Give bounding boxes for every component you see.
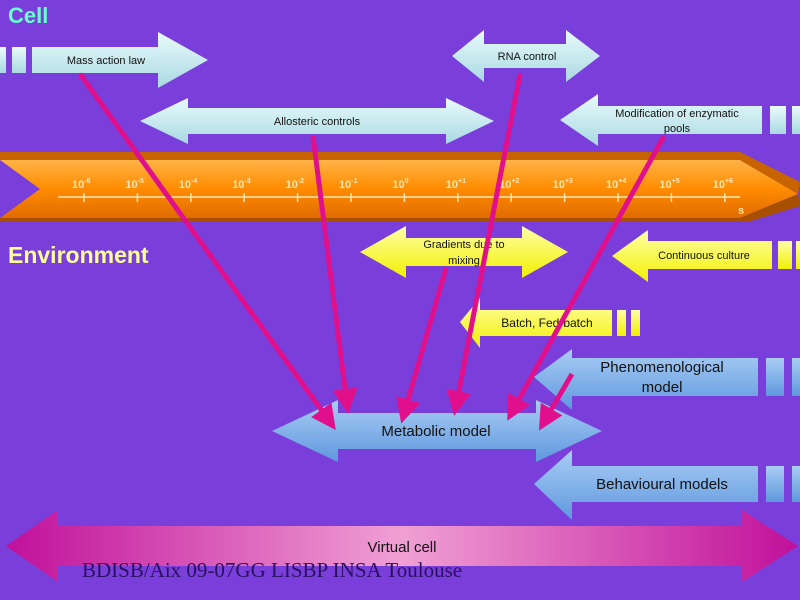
timescale-tick-label: 10+3: [553, 178, 573, 191]
mass-action-law-arrow: Mass action law: [0, 32, 208, 88]
batch-fed-batch-label: Batch, Fed-batch: [501, 316, 592, 330]
timescale-beam: 10-6 10-5 10-4 10-3 10-2 10-1 100 10+1 10+2 10+3 1…: [0, 152, 800, 222]
cell-heading: Cell: [8, 3, 48, 28]
modification-enzymatic-pools-arrow: Modification of enzymatic pools: [560, 94, 800, 146]
connector-rna: [446, 73, 523, 416]
modification-enzymatic-pools-label-2: pools: [664, 123, 691, 135]
timescale-tick-label: 10+1: [446, 178, 466, 191]
connector-mass-action: [77, 72, 336, 431]
environment-heading: Environment: [8, 242, 149, 268]
behavioural-models-label: Behavioural models: [596, 476, 728, 493]
timescale-tick-label: 10-1: [339, 178, 358, 191]
phenomenological-label-2: model: [642, 379, 683, 396]
allosteric-controls-label: Allosteric controls: [274, 116, 361, 128]
rna-control-label: RNA control: [498, 51, 557, 63]
timescale-ticks: 10-6 10-5 10-4 10-3 10-2 10-1 100 10+1 10+2 10+3 1…: [72, 178, 733, 202]
connector-phenomenological: [538, 372, 575, 431]
timescale-tick-label: 10+6: [713, 178, 733, 191]
footer-caption: BDISB/Aix 09-07GG LISBP INSA Toulouse: [82, 558, 462, 582]
gradients-label-2: mixing: [448, 255, 480, 267]
connector-gradients: [396, 267, 449, 424]
timescale-tick-label: 10-5: [125, 178, 144, 191]
phenomenological-label-1: Phenomenological: [600, 359, 723, 376]
timescale-tick-label: 100: [392, 178, 408, 191]
mass-action-law-label: Mass action law: [67, 55, 145, 67]
connector-allosteric: [310, 135, 358, 414]
virtual-cell-label: Virtual cell: [368, 539, 437, 556]
timescale-tick-label: 10+5: [659, 178, 679, 191]
virtual-cell-arrow: Virtual cell: [6, 510, 798, 582]
phenomenological-model-arrow: Phenomenological model: [534, 349, 800, 410]
continuous-culture-label: Continuous culture: [658, 250, 750, 262]
timescale-unit: s: [738, 205, 744, 217]
gradients-label-1: Gradients due to: [423, 239, 504, 251]
timescale-tick-label: 10+4: [606, 178, 626, 191]
connector-enzymatic: [507, 134, 667, 421]
metabolic-model-label: Metabolic model: [381, 423, 490, 440]
modification-enzymatic-pools-label-1: Modification of enzymatic: [615, 108, 739, 120]
timescale-tick-label: 10-4: [179, 178, 198, 191]
rna-control-arrow: RNA control: [452, 30, 600, 82]
gradients-due-to-mixing-arrow: Gradients due to mixing: [360, 226, 568, 278]
continuous-culture-arrow: Continuous culture: [612, 230, 800, 282]
batch-fed-batch-arrow: Batch, Fed-batch: [460, 298, 640, 348]
timescale-tick-label: 10-6: [72, 178, 91, 191]
timescale-tick-label: 10-2: [286, 178, 305, 191]
timescale-tick-label: 10+2: [499, 178, 519, 191]
allosteric-controls-arrow: Allosteric controls: [140, 98, 494, 144]
timescale-tick-label: 10-3: [232, 178, 251, 191]
connector-arrows: [77, 72, 667, 431]
behavioural-models-arrow: Behavioural models: [534, 450, 800, 520]
